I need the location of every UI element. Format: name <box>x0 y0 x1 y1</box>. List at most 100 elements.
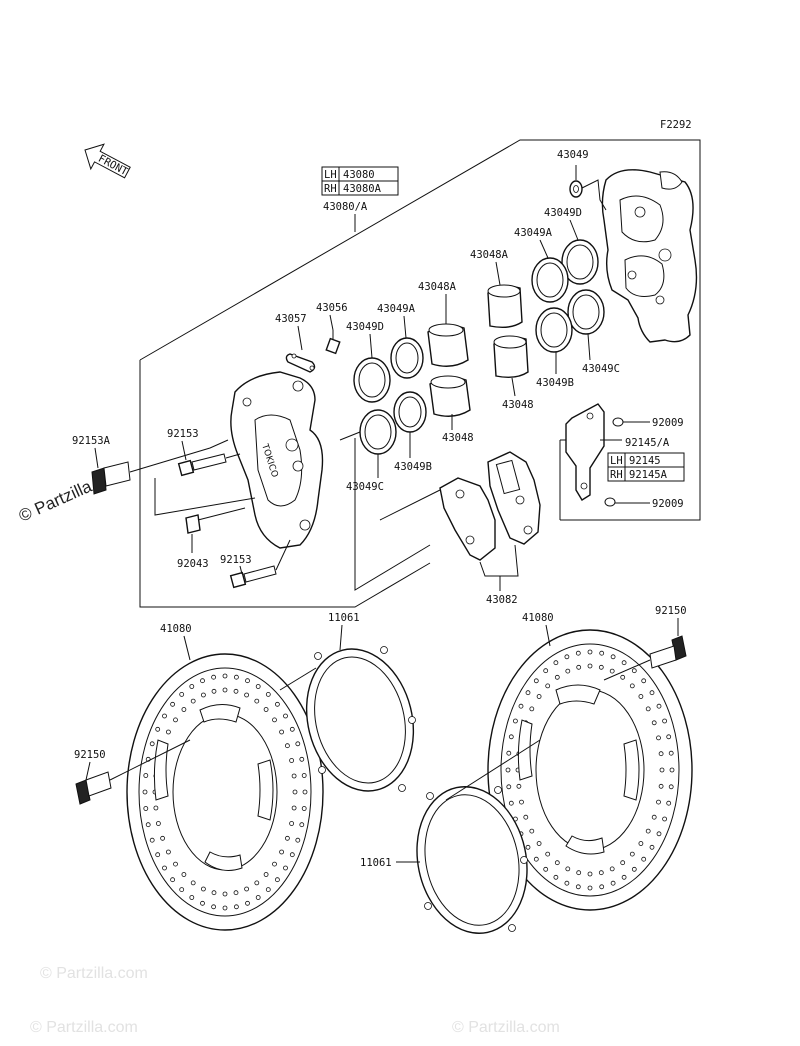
disc-vent-hole <box>272 861 277 867</box>
svg-text:92145A: 92145A <box>629 469 668 481</box>
disc-vent-hole <box>587 663 593 669</box>
disc-vent-hole <box>155 726 161 732</box>
disc-vent-hole <box>656 703 662 709</box>
disc-vent-hole <box>609 668 615 674</box>
disc-vent-hole <box>295 837 301 843</box>
label-92150-left: 92150 <box>74 749 106 761</box>
label-92009-a: 92009 <box>652 417 684 429</box>
label-41080-right: 41080 <box>522 612 554 624</box>
disc-vent-hole <box>621 874 627 880</box>
disc-vent-hole <box>621 660 627 666</box>
disc-vent-hole <box>283 713 288 719</box>
caliper-half-left: TOKICO <box>230 371 324 549</box>
disc-vent-hole <box>576 870 582 876</box>
label-43049C-right: 43049C <box>582 363 620 375</box>
bolt-92153-upper <box>177 453 241 477</box>
disc-vent-hole <box>289 726 295 732</box>
caliper-box-right <box>139 139 701 521</box>
part-11061-gasket-bottom <box>416 786 528 934</box>
label-43049D-left: 43049D <box>346 321 384 333</box>
disc-vent-hole <box>506 750 512 756</box>
disc-vent-hole <box>508 800 514 806</box>
disc-vent-hole <box>179 887 185 892</box>
disc-vent-hole <box>641 678 647 684</box>
disc-vent-hole <box>629 851 635 857</box>
disc-vent-hole <box>506 784 512 790</box>
disc-vent-hole <box>189 895 195 900</box>
label-43049B-left: 43049B <box>394 461 432 473</box>
disc-vent-hole <box>200 900 205 906</box>
disc-vent-hole <box>244 692 250 698</box>
disc-vent-hole <box>155 852 161 858</box>
disc-vent-hole <box>222 673 228 679</box>
disc-vent-hole <box>610 654 616 660</box>
part-43049-washer: 43049 <box>557 149 607 211</box>
left-pistons-seals <box>353 323 471 455</box>
label-43049A-left: 43049A <box>377 303 416 315</box>
label-92153-b: 92153 <box>220 554 252 566</box>
svg-text:92145: 92145 <box>629 455 661 467</box>
disc-vent-hole <box>255 684 261 689</box>
disc-vent-hole <box>609 866 615 872</box>
disc-vent-hole <box>190 880 196 886</box>
disc-vent-hole <box>575 884 581 890</box>
label-43049C-left: 43049C <box>346 481 384 493</box>
bolt-92153A <box>91 461 131 495</box>
disc-vent-hole <box>263 872 269 877</box>
disc-vent-hole <box>610 880 616 886</box>
disc-vent-hole <box>668 750 674 756</box>
svg-text:LH: LH <box>610 455 623 467</box>
disc-vent-hole <box>283 865 288 871</box>
disc-vent-hole <box>299 822 305 828</box>
disc-vent-hole <box>254 698 260 704</box>
front-arrow-icon: FRONT <box>84 143 131 179</box>
disc-vent-hole <box>656 799 661 805</box>
part-43057-43056: 43056 43057 <box>275 302 348 373</box>
right-pistons-seals <box>487 239 605 379</box>
svg-text:43049: 43049 <box>557 149 589 161</box>
disc-vent-hole <box>533 678 539 684</box>
disc-vent-hole <box>553 660 559 666</box>
disc-vent-hole <box>222 905 228 911</box>
disc-vent-hole <box>254 880 260 886</box>
figure-code: F2292 <box>660 119 692 131</box>
disc-vent-hole <box>564 880 570 886</box>
disc-vent-hole <box>543 668 549 674</box>
disc-vent-hole <box>149 837 155 843</box>
disc-vent-hole <box>599 650 605 656</box>
disc-vent-hole <box>545 851 551 857</box>
disc-vent-hole <box>153 805 159 811</box>
disc-vent-hole <box>162 713 167 719</box>
disc-vent-hole <box>587 649 593 655</box>
disc-vent-hole <box>244 886 250 892</box>
disc-vent-hole <box>233 674 239 680</box>
disc-vent-hole <box>659 767 665 773</box>
label-43082: 43082 <box>486 594 518 606</box>
disc-vent-hole <box>142 789 148 795</box>
disc-vent-hole <box>649 690 655 696</box>
disc-vent-hole <box>598 870 604 876</box>
disc-vent-hole <box>222 891 228 897</box>
caliper-combined-label: 43080/A <box>323 201 368 213</box>
disc-vent-hole <box>564 654 570 660</box>
disc-vent-hole <box>289 821 295 826</box>
disc-vent-hole <box>145 822 151 828</box>
disc-vent-hole <box>638 694 644 699</box>
part-43082-pads <box>439 451 541 577</box>
caliper-box-left <box>139 360 431 608</box>
disc-vent-hole <box>289 852 295 858</box>
disc-vent-hole <box>181 707 187 712</box>
disc-vent-hole <box>565 866 571 872</box>
disc-vent-hole <box>233 890 239 896</box>
svg-text:RH: RH <box>610 469 623 481</box>
disc-vent-hole <box>523 814 529 820</box>
bracket-table: 92145/A LH 92145 RH 92145A <box>598 437 685 482</box>
caliper-half-right <box>601 169 698 343</box>
bolt-92150-right <box>603 635 687 681</box>
disc-vent-hole <box>245 678 250 684</box>
disc-vent-hole <box>662 718 667 724</box>
disc-vent-hole <box>518 703 524 709</box>
disc-vent-hole <box>200 692 206 698</box>
part-41080-disc-left <box>126 653 324 931</box>
